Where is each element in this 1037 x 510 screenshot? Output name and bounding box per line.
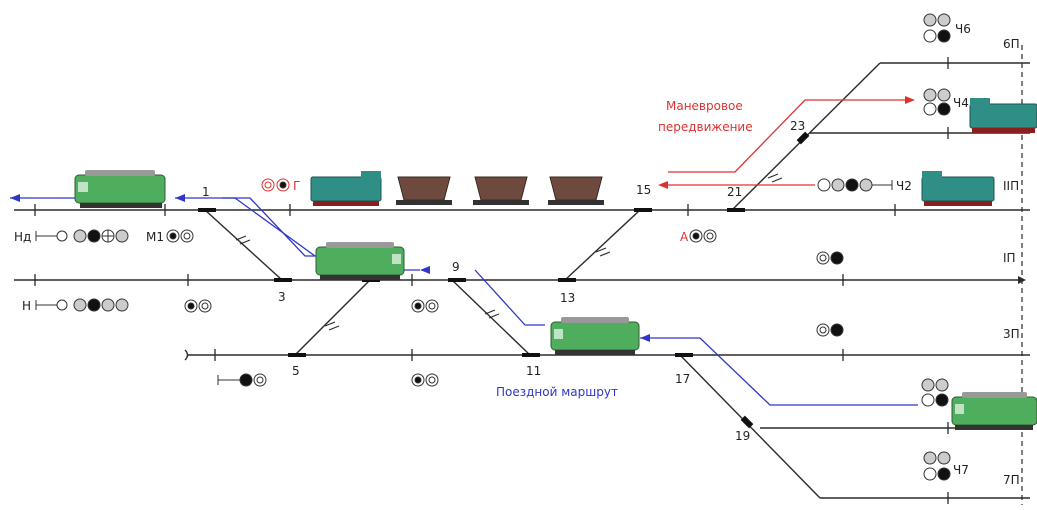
exit-signal-3 <box>217 373 267 387</box>
signal-label-ch2: Ч2 <box>896 179 912 193</box>
track-3-buffer <box>184 349 189 361</box>
locomotive-shunting-1 <box>310 171 382 206</box>
shunting-signal-3 <box>411 373 439 387</box>
signal-ch2 <box>817 178 893 192</box>
switch-number-13: 13 <box>560 291 575 305</box>
switch-number-9: 9 <box>452 260 460 274</box>
locomotive-green-1 <box>74 170 166 208</box>
signal-labels: Нд Н М1 Г А Ч2 Ч4 Ч6 Ч7 <box>14 22 971 477</box>
switch-link-1-3 <box>204 209 283 281</box>
switch-number-21: 21 <box>727 185 742 199</box>
switch-number-15: 15 <box>636 183 651 197</box>
signal-m1 <box>166 229 194 243</box>
signal-label-m1: М1 <box>146 230 164 244</box>
shunting-signal-2 <box>411 299 439 313</box>
signals <box>35 13 951 481</box>
switch-number-11: 11 <box>526 364 541 378</box>
signal-nd <box>35 229 129 243</box>
signal-label-ch7: Ч7 <box>953 463 969 477</box>
switch-number-5: 5 <box>292 364 300 378</box>
switch-number-23: 23 <box>790 119 805 133</box>
signal-n <box>35 298 129 312</box>
train-route-annotation: Поездной маршрут <box>496 385 618 399</box>
crossover-marks <box>235 173 783 331</box>
switch-number-3: 3 <box>278 290 286 304</box>
train-route-arrows <box>10 194 650 342</box>
signal-a <box>689 229 717 243</box>
signal-label-a: А <box>680 230 689 244</box>
signal-track-1 <box>816 251 844 265</box>
switch-number-1: 1 <box>202 185 210 199</box>
track-label-2: IIП <box>1003 179 1019 193</box>
track-label-6: 6П <box>1003 37 1020 51</box>
shunting-signal-1 <box>184 299 212 313</box>
signal-label-ch6: Ч6 <box>955 22 971 36</box>
signal-ch6 <box>923 13 951 43</box>
locomotive-shunting-3 <box>969 98 1037 133</box>
switch-numbers: 1 3 5 9 11 13 15 17 19 21 23 <box>202 119 805 443</box>
locomotive-green-3 <box>550 317 640 355</box>
switch-number-19: 19 <box>735 429 750 443</box>
hopper-wagon-1 <box>396 176 452 205</box>
signal-g <box>261 178 290 192</box>
shunting-annotation-line2: передвижение <box>658 120 753 134</box>
shunting-annotation-line1: Маневровое <box>666 99 743 113</box>
signal-track-5 <box>921 378 949 407</box>
switch-number-17: 17 <box>675 372 690 386</box>
track-label-3: 3П <box>1003 327 1020 341</box>
signal-label-nd: Нд <box>14 230 31 244</box>
locomotive-green-2 <box>315 242 405 280</box>
signal-label-n: Н <box>22 299 31 313</box>
signal-track-3 <box>816 323 844 337</box>
switch-link-13-15 <box>564 209 641 281</box>
signal-label-g: Г <box>293 179 300 193</box>
track-1-arrow <box>1018 276 1026 284</box>
shunting-route-arrows <box>658 96 915 189</box>
track-label-7: 7П <box>1003 473 1020 487</box>
signal-ch7 <box>923 451 951 481</box>
hopper-wagon-3 <box>548 176 604 205</box>
locomotive-green-4 <box>951 392 1037 430</box>
switch-link-5-7 <box>294 279 371 356</box>
locomotive-shunting-2 <box>921 171 995 206</box>
switch-markers <box>198 131 810 429</box>
insulating-joints <box>34 57 949 504</box>
track-label-1: IП <box>1003 251 1016 265</box>
signal-label-ch4: Ч4 <box>953 96 969 110</box>
signal-ch4 <box>923 88 951 116</box>
tracks <box>14 62 1030 499</box>
shunting-route-lines <box>668 99 905 186</box>
hopper-wagon-2 <box>473 176 529 205</box>
